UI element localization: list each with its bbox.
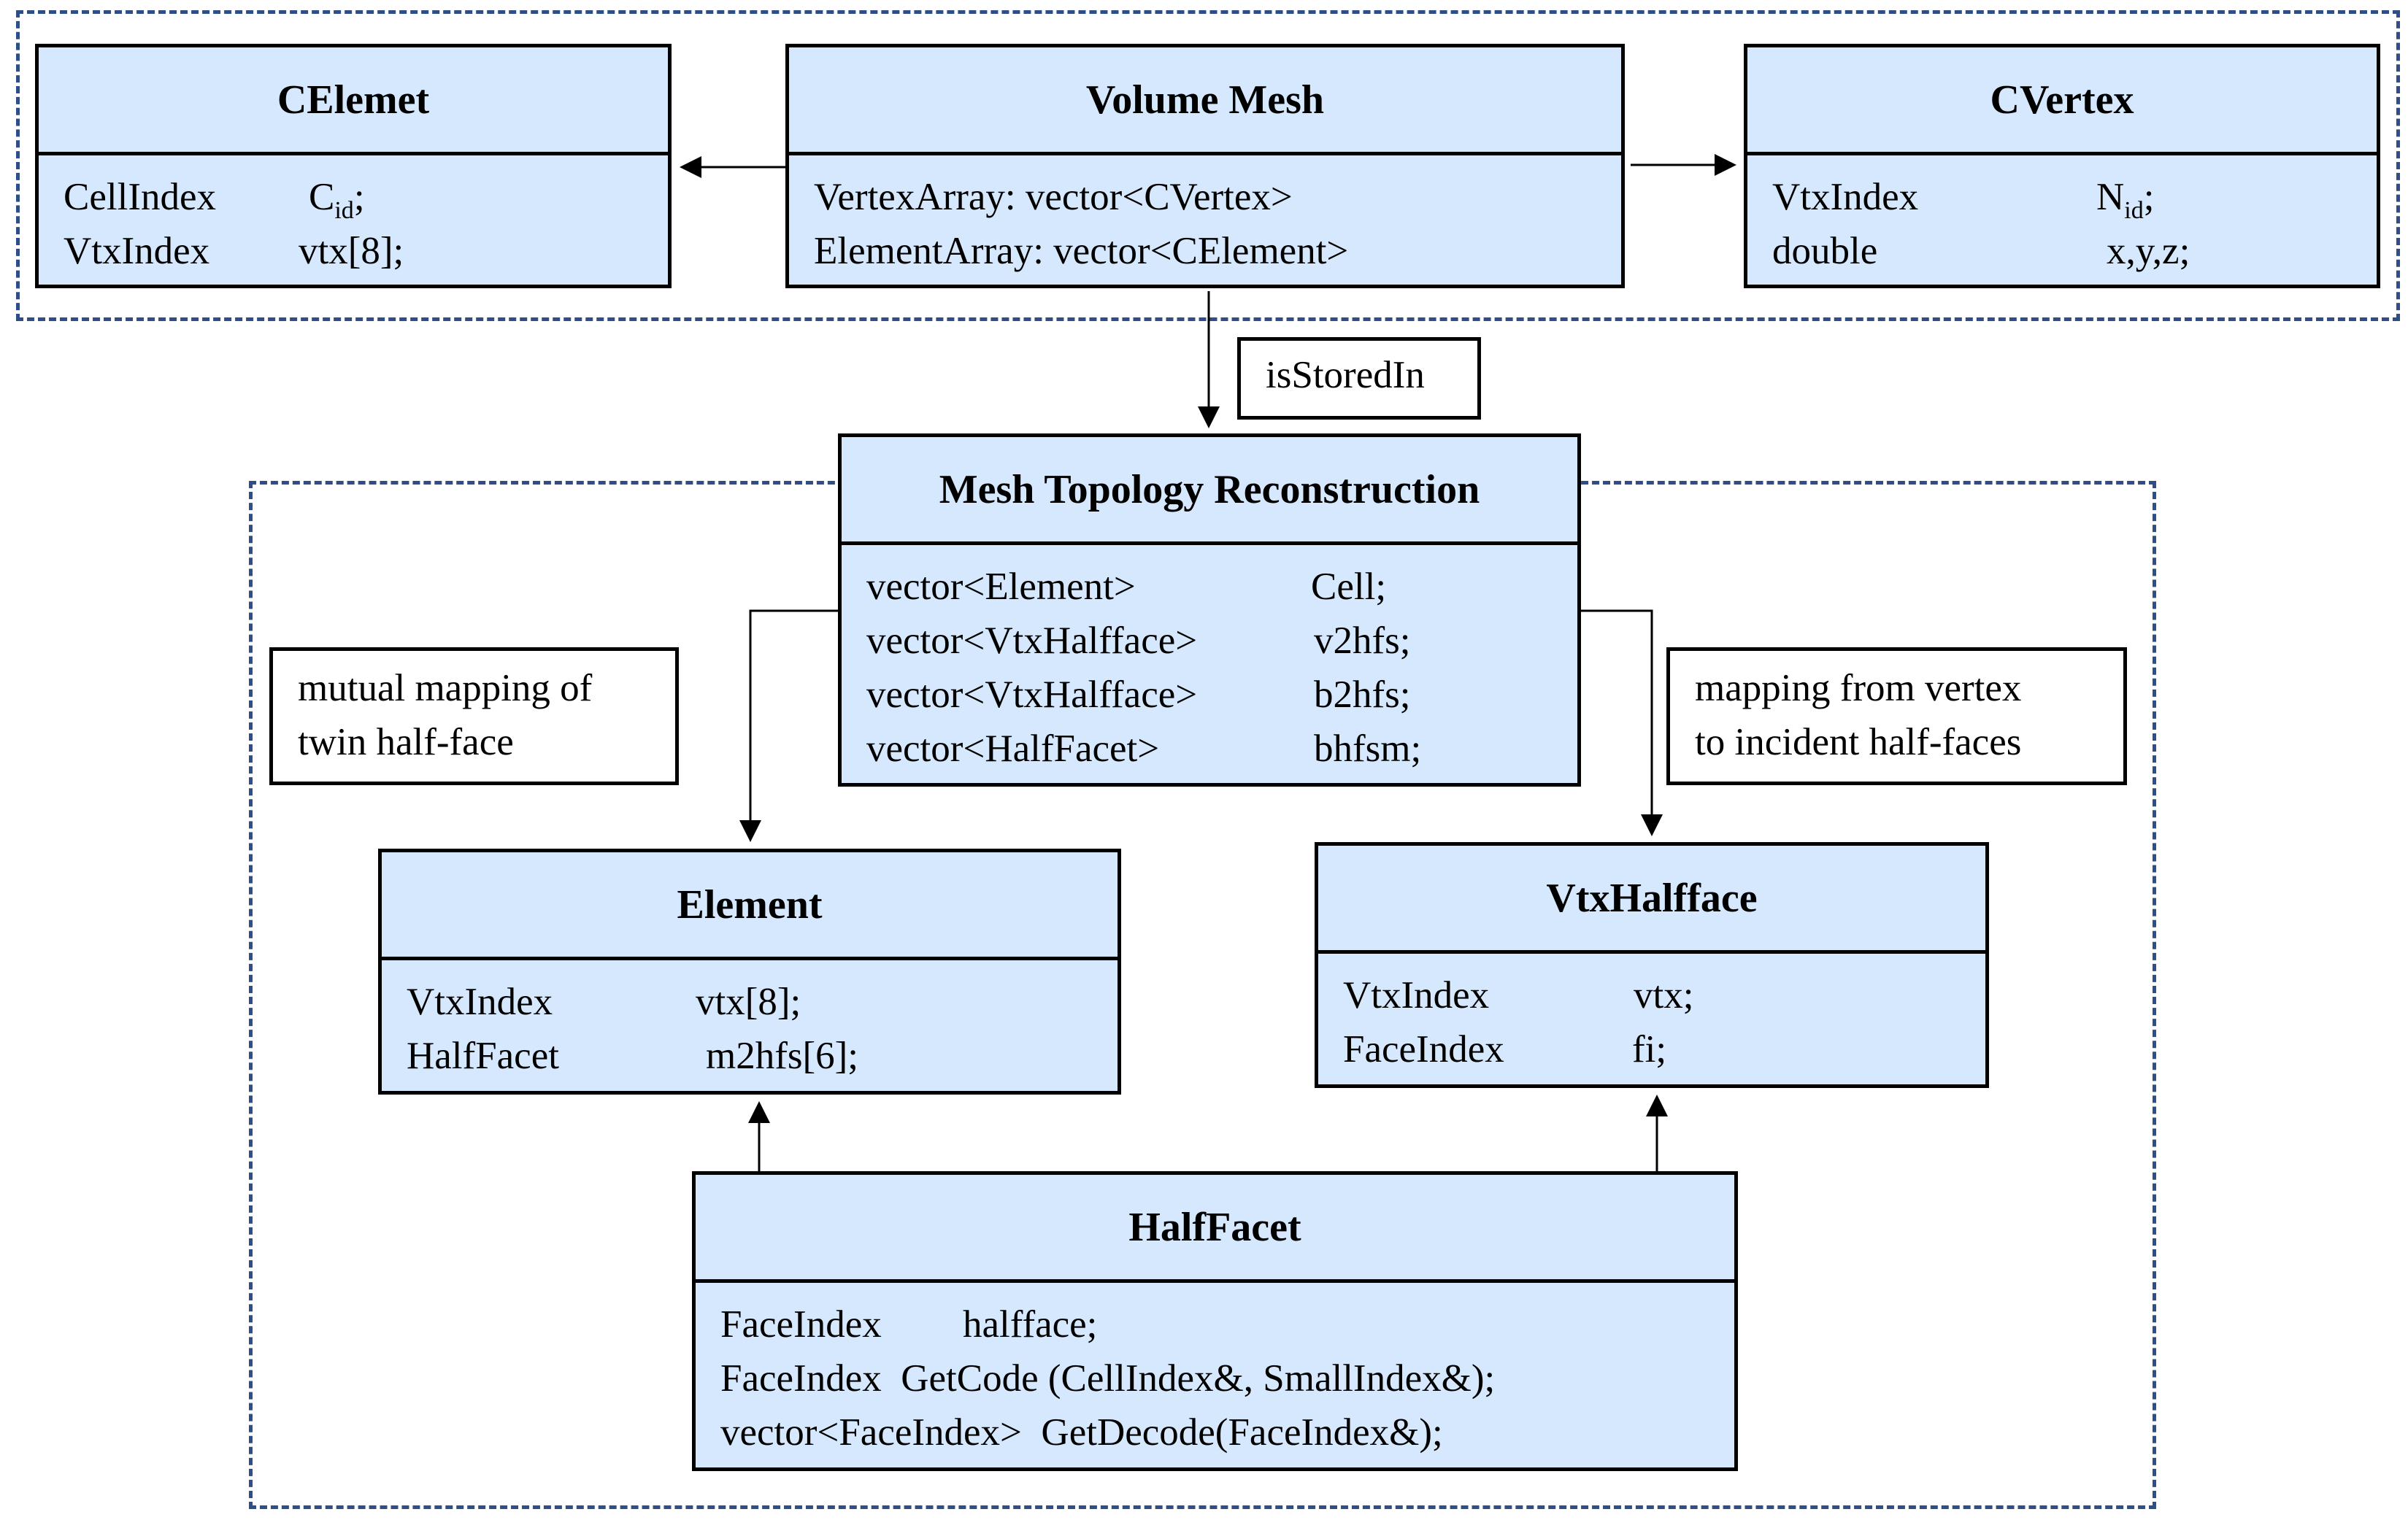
cvertex-fields: VtxIndex Nid; double x,y,z; — [1747, 155, 2377, 278]
celement-class-box: CElemet CellIndex Cid; VtxIndex vtx[8]; — [35, 44, 672, 288]
arrow-topology-to-element — [739, 609, 838, 842]
volume-mesh-class-box: Volume Mesh VertexArray: vector<CVertex>… — [785, 44, 1625, 288]
field-name: x,y,z; — [2107, 230, 2190, 272]
mesh-topology-field-row: vector<VtxHalfface> v2hfs; — [866, 614, 1577, 668]
vtxhalfface-fields: VtxIndex vtx; FaceIndex fi; — [1318, 954, 1985, 1076]
element-title: Element — [382, 852, 1118, 960]
cvertex-title: CVertex — [1747, 47, 2377, 155]
field-name: Nid; — [2096, 176, 2155, 224]
vtxhalfface-field-row: FaceIndex fi; — [1343, 1022, 1985, 1076]
field-text: ElementArray: vector<CElement> — [814, 230, 1349, 272]
field-name: vtx[8]; — [299, 230, 404, 272]
halffacet-field-row: FaceIndex halfface; — [720, 1297, 1734, 1351]
field-name: v2hfs; — [1314, 620, 1411, 662]
arrow-topology-to-vtxhalfface — [1581, 609, 1663, 836]
note-mutual-mapping: mutual mapping of twin half-face — [269, 647, 679, 785]
volume-mesh-field-row: VertexArray: vector<CVertex> — [814, 170, 1621, 224]
halffacet-field-row: vector<FaceIndex> GetDecode(FaceIndex&); — [720, 1405, 1734, 1459]
mesh-topology-class-box: Mesh Topology Reconstruction vector<Elem… — [838, 433, 1581, 787]
field-type: VtxIndex — [407, 981, 553, 1023]
mesh-topology-field-row: vector<HalfFacet> bhfsm; — [866, 722, 1577, 776]
field-name: vtx[8]; — [696, 981, 801, 1023]
element-field-row: HalfFacet m2hfs[6]; — [407, 1029, 1118, 1083]
field-name: m2hfs[6]; — [706, 1035, 859, 1077]
mesh-topology-field-row: vector<VtxHalfface> b2hfs; — [866, 668, 1577, 722]
halffacet-field-row: FaceIndex GetCode (CellIndex&, SmallInde… — [720, 1351, 1734, 1405]
field-type: HalfFacet — [407, 1035, 559, 1077]
field-name: fi; — [1632, 1028, 1667, 1070]
field-type: vector<VtxHalfface> — [866, 620, 1198, 662]
element-fields: VtxIndex vtx[8]; HalfFacet m2hfs[6]; — [382, 960, 1118, 1083]
field-type: double — [1772, 230, 1878, 272]
field-text: vector<FaceIndex> GetDecode(FaceIndex&); — [720, 1411, 1443, 1454]
field-type: vector<Element> — [866, 566, 1136, 608]
field-name: Cell; — [1311, 566, 1387, 608]
field-name: vtx; — [1634, 974, 1694, 1016]
vtxhalfface-field-row: VtxIndex vtx; — [1343, 968, 1985, 1022]
cvertex-field-row: double x,y,z; — [1772, 224, 2377, 278]
vtxhalfface-class-box: VtxHalfface VtxIndex vtx; FaceIndex fi; — [1315, 842, 1989, 1088]
field-type: FaceIndex — [1343, 1028, 1504, 1070]
halffacet-fields: FaceIndex halfface; FaceIndex GetCode (C… — [696, 1283, 1734, 1459]
field-text: VertexArray: vector<CVertex> — [814, 176, 1293, 218]
field-type: VtxIndex — [64, 230, 210, 272]
mesh-topology-field-row: vector<Element> Cell; — [866, 560, 1577, 614]
celement-title: CElemet — [39, 47, 668, 155]
mesh-topology-fields: vector<Element> Cell; vector<VtxHalfface… — [842, 545, 1577, 776]
volume-mesh-title: Volume Mesh — [789, 47, 1621, 155]
field-type: FaceIndex — [720, 1303, 882, 1346]
cvertex-field-row: VtxIndex Nid; — [1772, 170, 2377, 224]
vtxhalfface-title: VtxHalfface — [1318, 846, 1985, 954]
note-vertex-mapping: mapping from vertex to incident half-fac… — [1666, 647, 2127, 785]
element-class-box: Element VtxIndex vtx[8]; HalfFacet m2hfs… — [378, 849, 1121, 1095]
celement-field-row: VtxIndex vtx[8]; — [64, 224, 668, 278]
field-type: vector<VtxHalfface> — [866, 674, 1198, 716]
volume-mesh-field-row: ElementArray: vector<CElement> — [814, 224, 1621, 278]
volume-mesh-fields: VertexArray: vector<CVertex> ElementArra… — [789, 155, 1621, 278]
element-field-row: VtxIndex vtx[8]; — [407, 975, 1118, 1029]
field-type: VtxIndex — [1343, 974, 1490, 1016]
field-name: b2hfs; — [1314, 674, 1411, 716]
halffacet-class-box: HalfFacet FaceIndex halfface; FaceIndex … — [692, 1171, 1738, 1471]
field-type: vector<HalfFacet> — [866, 728, 1160, 770]
cvertex-class-box: CVertex VtxIndex Nid; double x,y,z; — [1744, 44, 2380, 288]
celement-fields: CellIndex Cid; VtxIndex vtx[8]; — [39, 155, 668, 278]
field-text: FaceIndex GetCode (CellIndex&, SmallInde… — [720, 1357, 1496, 1400]
halffacet-title: HalfFacet — [696, 1175, 1734, 1283]
field-name: bhfsm; — [1314, 728, 1422, 770]
celement-field-row: CellIndex Cid; — [64, 170, 668, 224]
mesh-topology-title: Mesh Topology Reconstruction — [842, 437, 1577, 545]
field-type: CellIndex — [64, 176, 216, 218]
field-type: VtxIndex — [1772, 176, 1919, 218]
stored-in-label: isStoredIn — [1237, 337, 1481, 420]
field-name: halfface; — [963, 1303, 1098, 1346]
field-name: Cid; — [309, 176, 365, 224]
